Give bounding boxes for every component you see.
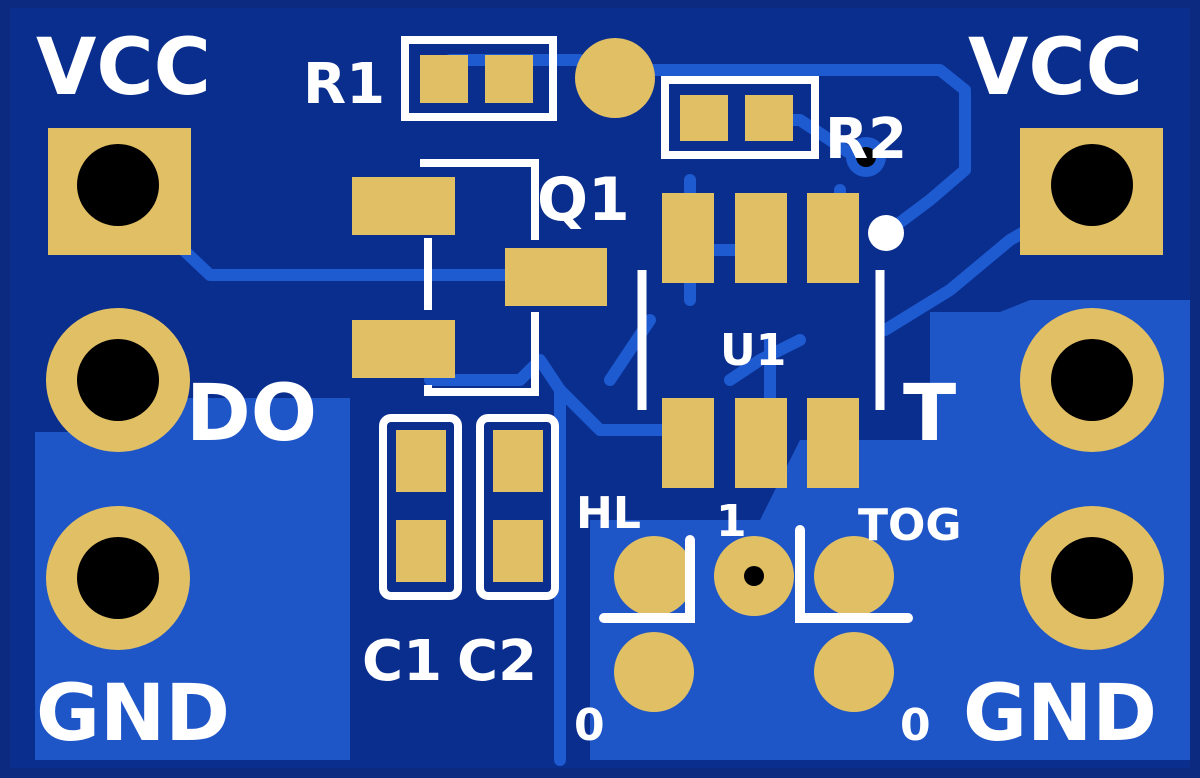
via-large (575, 38, 655, 118)
tog-jumper-pad[interactable] (814, 536, 894, 616)
r1-pad-2 (485, 55, 533, 103)
q1-pad-2 (352, 320, 455, 378)
gnd-label-left: GND (36, 669, 230, 759)
q1-pad-1 (352, 177, 455, 235)
u1-label: U1 (720, 325, 786, 376)
c2-pad-2 (493, 520, 543, 582)
one-label: 1 (716, 496, 747, 547)
c2-label: C2 (457, 629, 537, 694)
u1-pad-3 (807, 193, 859, 283)
zero-label-left: 0 (574, 700, 605, 751)
c1-pad-1 (396, 430, 446, 492)
u1-pad-1 (662, 193, 714, 283)
u1-pad-5 (735, 398, 787, 488)
u1-pin1-dot (868, 215, 904, 251)
r2-pad-1 (680, 95, 728, 141)
center-jumper-hole (744, 566, 764, 586)
t-label: T (903, 369, 956, 459)
r2-pad-2 (745, 95, 793, 141)
vcc-hole-right (1051, 144, 1133, 226)
c2-pad-1 (493, 430, 543, 492)
t-hole-right (1051, 339, 1133, 421)
zero-left-pad[interactable] (614, 632, 694, 712)
u1-pad-2 (735, 193, 787, 283)
c1-pad-2 (396, 520, 446, 582)
c1-label: C1 (362, 629, 442, 694)
r1-label: R1 (303, 52, 385, 117)
gnd-hole-right (1051, 537, 1133, 619)
r1-outline (401, 36, 557, 121)
q1-pad-3 (505, 248, 607, 306)
q1-label: Q1 (537, 165, 630, 235)
r1-pad-1 (420, 55, 468, 103)
c2-outline (476, 414, 559, 600)
vcc-label-right: VCC (968, 23, 1143, 113)
vcc-label-left: VCC (36, 23, 211, 113)
do-label: DO (186, 369, 317, 459)
zero-label-right: 0 (900, 700, 931, 751)
via-small-hole (856, 147, 876, 167)
jumper-silkscreen (599, 525, 913, 623)
zero-right-pad[interactable] (814, 632, 894, 712)
hl-jumper-pad[interactable] (614, 536, 694, 616)
q1-outline (420, 159, 539, 396)
c1-outline (379, 414, 462, 600)
hl-label: HL (576, 488, 641, 539)
do-hole-left (77, 339, 159, 421)
gnd-label-right: GND (963, 669, 1157, 759)
r2-label: R2 (825, 107, 907, 172)
r2-outline (661, 76, 819, 159)
gnd-hole-left (77, 537, 159, 619)
tog-label: TOG (858, 500, 962, 551)
ground-pour (35, 398, 350, 760)
u1-pad-6 (807, 398, 859, 488)
vcc-hole-left (77, 144, 159, 226)
u1-pad-4 (662, 398, 714, 488)
